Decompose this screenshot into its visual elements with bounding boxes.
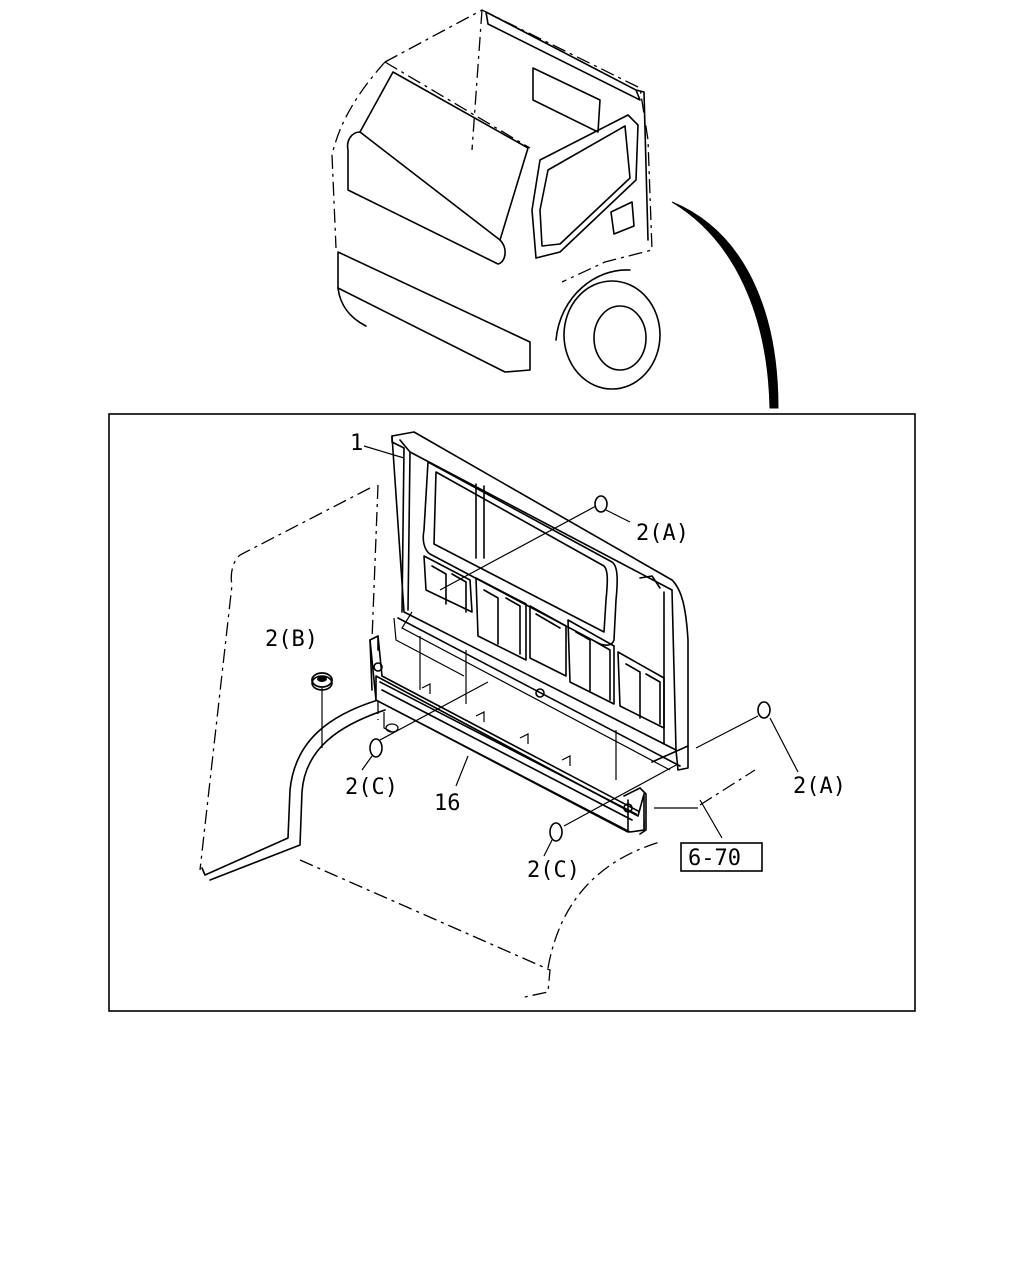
grommet-b-part [311,672,333,691]
callout-clip-a-top: 2(A) [636,521,689,546]
detail-frame [108,413,916,1012]
plug-c-left-part [369,738,383,758]
callout-part-16: 16 [434,791,461,816]
panel-recesses [423,555,665,729]
reference-box: 6-70 [680,842,763,872]
rear-panel-detail [199,431,799,999]
plug-c-bottom-part [549,822,563,842]
clip-a-top-part [594,495,608,513]
clip-a-right-part [757,701,771,719]
callout-clip-a-right: 2(A) [793,774,846,799]
reference-box-label: 6-70 [688,846,741,871]
truck-cab-overview [331,9,779,409]
cross-member [369,635,689,835]
callout-plug-c-bottom: 2(C) [527,858,580,883]
callout-part-1: 1 [350,431,363,456]
callout-grommet-b: 2(B) [265,627,318,652]
callout-plug-c-left: 2(C) [345,775,398,800]
